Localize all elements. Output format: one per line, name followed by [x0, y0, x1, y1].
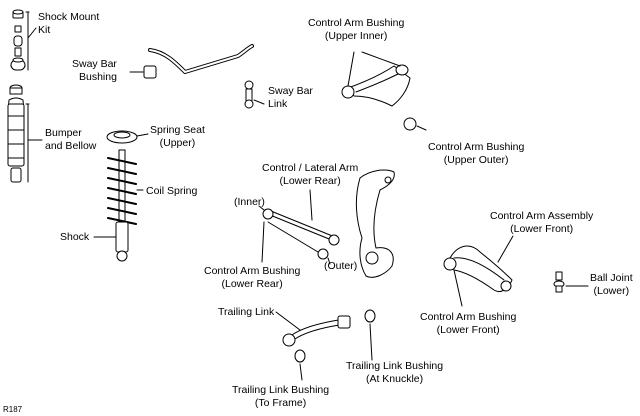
label-sway-bar-link: Sway Bar Link	[268, 85, 313, 110]
ball-joint-drawing	[553, 271, 589, 293]
label-control-arm-bushing-lower-front: Control Arm Bushing (Lower Front)	[420, 311, 517, 336]
label-shock-mount-kit: Shock Mount Kit	[38, 11, 100, 36]
figure-code: R187	[3, 405, 23, 414]
label-trailing-link: Trailing Link	[218, 306, 275, 318]
bumper-and-bellow-drawing	[7, 84, 43, 183]
label-bumper-and-bellow: Bumper and Bellow	[45, 127, 97, 152]
label-ball-joint-lower: Ball Joint (Lower)	[590, 272, 633, 297]
label-control-arm-assembly-lower-front: Control Arm Assembly (Lower Front)	[490, 210, 594, 235]
trailing-link-drawing	[275, 309, 376, 381]
sway-bar-drawing	[129, 44, 254, 79]
label-trailing-link-bushing-to-frame: Trailing Link Bushing (To Frame)	[232, 384, 330, 409]
label-control-arm-bushing-lower-rear: Control Arm Bushing (Lower Rear)	[204, 265, 301, 290]
label-shock: Shock	[60, 231, 90, 243]
label-spring-seat-upper: Spring Seat (Upper)	[150, 124, 205, 149]
lower-front-arm-drawing	[443, 235, 514, 307]
knuckle-drawing	[355, 169, 395, 278]
upper-control-arm-drawing	[341, 51, 427, 131]
label-trailing-link-bushing-at-knuckle: Trailing Link Bushing (At Knuckle)	[346, 360, 444, 385]
coil-spring-shock-drawing	[93, 149, 144, 262]
label-control-arm-bushing-upper-inner: Control Arm Bushing (Upper Inner)	[308, 17, 405, 42]
label-control-lateral-arm-lower-rear: Control / Lateral Arm (Lower Rear)	[262, 162, 359, 187]
shock-mount-kit-drawing	[10, 9, 37, 71]
lower-rear-arm-drawing	[258, 189, 340, 265]
label-sway-bar-bushing: Sway Bar Bushing	[72, 58, 117, 83]
sway-bar-link-drawing	[244, 80, 265, 109]
label-outer: (Outer)	[324, 260, 358, 272]
spring-seat-drawing	[106, 130, 149, 144]
label-coil-spring: Coil Spring	[146, 185, 198, 197]
label-inner: (Inner)	[234, 196, 265, 208]
label-control-arm-bushing-upper-outer: Control Arm Bushing (Upper Outer)	[428, 141, 525, 166]
